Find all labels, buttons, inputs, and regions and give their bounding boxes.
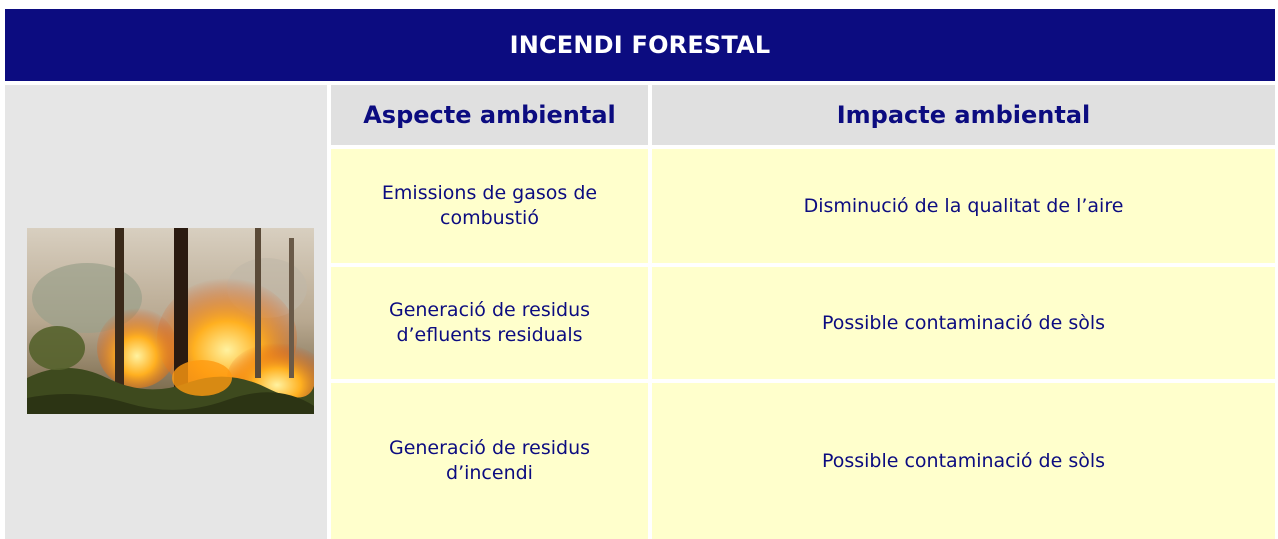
image-panel [5,85,327,539]
table-cell-aspect: Generació de residus d’incendi [331,383,648,539]
table-cell-impact: Disminució de la qualitat de l’aire [652,149,1275,263]
cell-text: Emissions de gasos de combustió [381,182,598,229]
table-title: INCENDI FORESTAL [5,9,1275,81]
cell-text: Disminució de la qualitat de l’aire [803,194,1124,217]
cell-text: Possible contaminació de sòls [821,311,1106,334]
table-cell-aspect: Emissions de gasos de combustió [331,149,648,263]
table-cell-impact: Possible contaminació de sòls [652,267,1275,379]
column-header-impact: Impacte ambiental [652,85,1275,145]
cell-text: Generació de residus d’incendi [388,437,591,484]
column-header-aspect: Aspecte ambiental [331,85,648,145]
cell-text: Possible contaminació de sòls [821,449,1106,472]
table-cell-aspect: Generació de residus d’efluents residual… [331,267,648,379]
environmental-aspects-table: INCENDI FORESTAL [5,9,1275,539]
table-cell-impact: Possible contaminació de sòls [652,383,1275,539]
cell-text: Generació de residus d’efluents residual… [388,299,591,346]
forest-fire-photo [27,228,314,414]
